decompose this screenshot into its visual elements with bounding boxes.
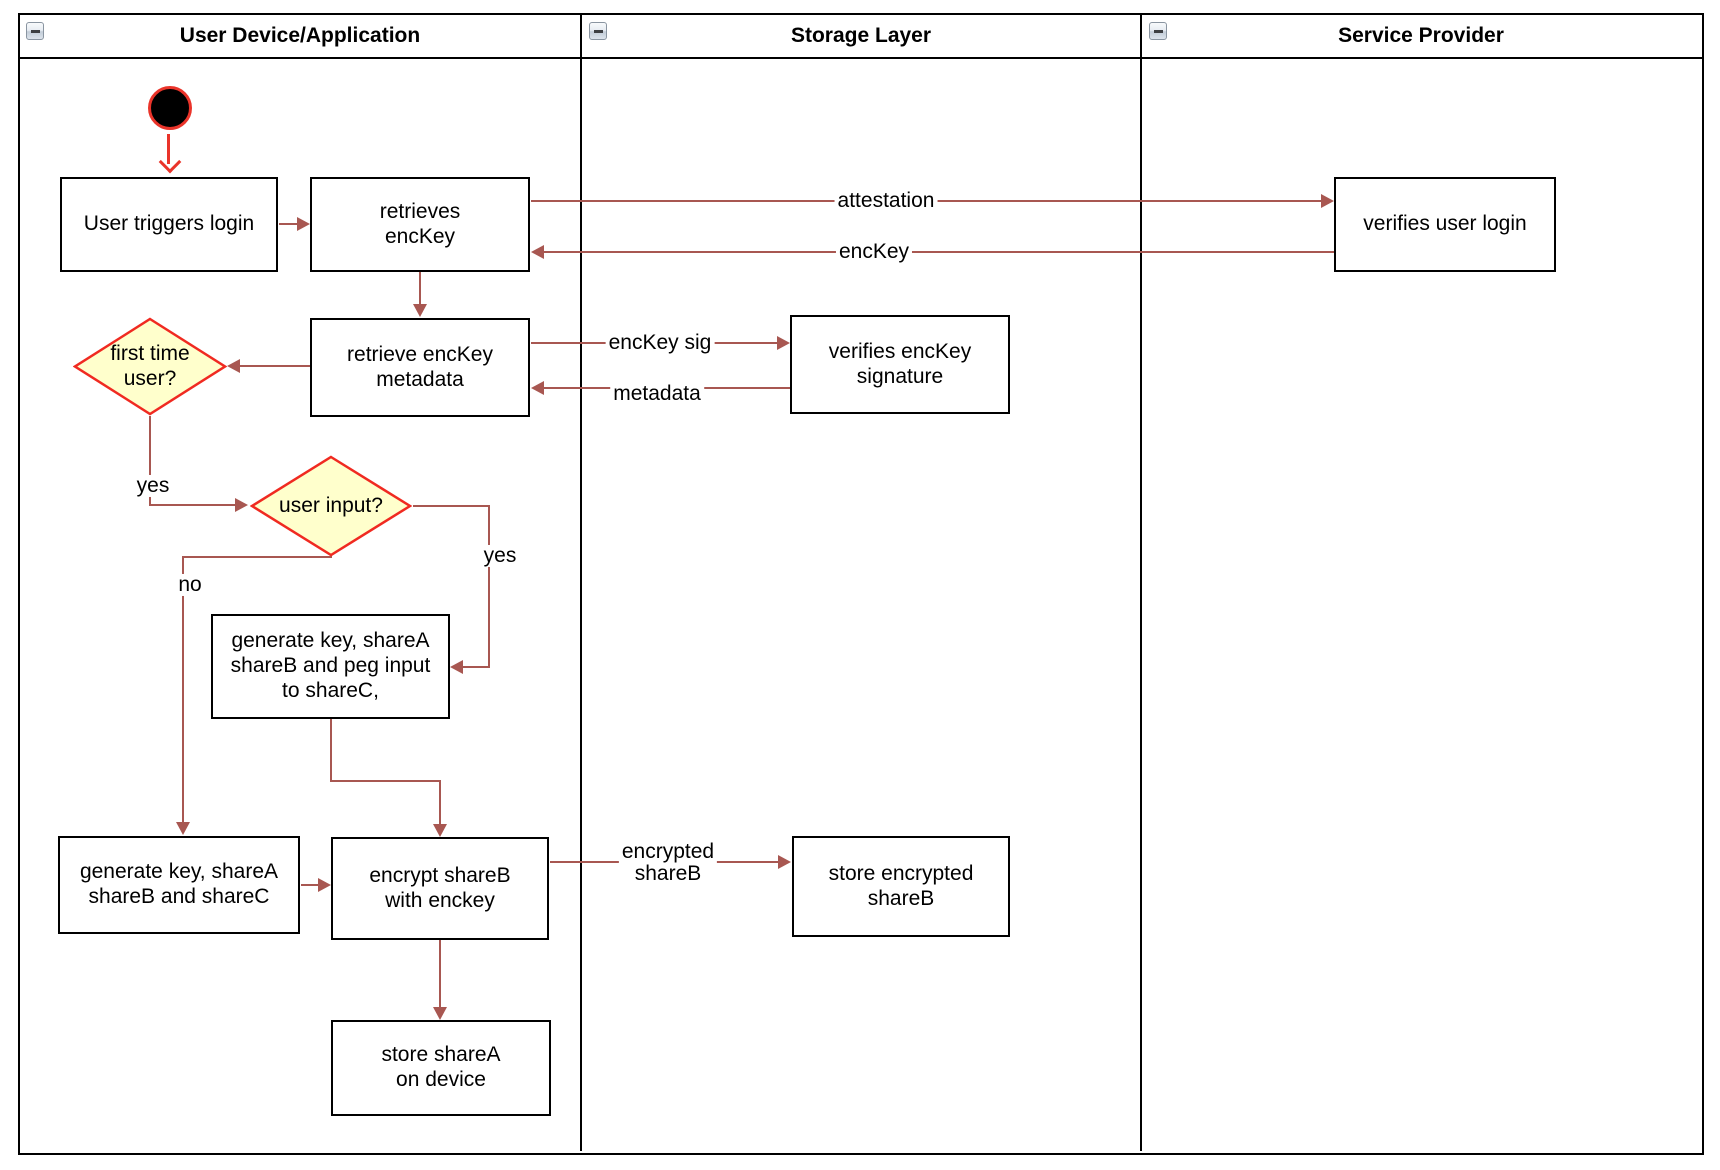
activity-node-generate-key-sharec[interactable]: generate key, shareA shareB and shareC	[58, 836, 300, 934]
flow-line-yes	[149, 416, 151, 506]
edge-label-no-user-input[interactable]: no	[175, 573, 205, 597]
arrowhead	[777, 336, 790, 350]
flow-line	[419, 272, 421, 305]
decision-node-first-time-user[interactable]: first time user?	[72, 317, 228, 416]
diamond-shape	[249, 455, 413, 557]
flow-line	[301, 884, 319, 886]
activity-node-user-triggers-login[interactable]: User triggers login	[60, 177, 278, 272]
activity-node-verifies-user-login[interactable]: verifies user login	[1334, 177, 1556, 272]
flow-line	[439, 940, 441, 1007]
pool-border	[18, 13, 1704, 1155]
minus-icon	[1153, 29, 1163, 33]
arrowhead	[297, 217, 310, 231]
flow-line	[330, 719, 332, 782]
activity-node-store-encrypted-shareb[interactable]: store encrypted shareB	[792, 836, 1010, 937]
arrowhead	[227, 359, 240, 373]
flow-line-yes2	[413, 505, 490, 507]
arrowhead	[433, 1007, 447, 1020]
arrowhead	[433, 824, 447, 837]
activity-node-retrieve-enckey-metadata[interactable]: retrieve encKey metadata	[310, 318, 530, 417]
start-node[interactable]	[148, 86, 192, 130]
flow-line-enckey	[543, 251, 1334, 253]
arrowhead	[531, 381, 544, 395]
collapse-icon[interactable]	[26, 22, 44, 40]
diamond-shape	[72, 317, 228, 416]
arrowhead	[318, 878, 331, 892]
decision-node-user-input[interactable]: user input?	[249, 455, 413, 557]
flow-line-no	[182, 556, 332, 558]
flow-line-no	[182, 556, 184, 823]
lane-separator-1	[580, 13, 582, 1151]
collapse-icon[interactable]	[589, 22, 607, 40]
decision-label: user input?	[279, 493, 383, 517]
edge-label-enckey[interactable]: encKey	[835, 240, 913, 264]
minus-icon	[593, 29, 603, 33]
flow-line	[240, 365, 310, 367]
activity-node-verifies-enckey-signature[interactable]: verifies encKey signature	[790, 315, 1010, 414]
activity-node-retrieves-enckey[interactable]: retrieves encKey	[310, 177, 530, 272]
flow-line-start	[167, 134, 170, 164]
edge-label-encrypted-shareb[interactable]: encrypted shareB	[618, 840, 718, 886]
lane-header-storage-layer[interactable]: Storage Layer	[582, 13, 1140, 58]
arrowhead	[176, 822, 190, 835]
arrowhead	[1321, 194, 1334, 208]
flow-line-yes2	[488, 505, 490, 667]
lane-separator-2	[1140, 13, 1142, 1151]
arrowhead	[450, 660, 463, 674]
decision-label: first time user?	[110, 342, 190, 390]
flow-line-yes	[149, 504, 237, 506]
flow-line	[439, 780, 441, 825]
minus-icon	[30, 29, 40, 33]
arrowhead	[413, 304, 427, 317]
flow-line-yes2	[463, 666, 490, 668]
arrowhead	[531, 245, 544, 259]
edge-label-yes-first-time[interactable]: yes	[133, 474, 173, 498]
edge-label-enckey-sig[interactable]: encKey sig	[605, 331, 715, 355]
lane-title: Storage Layer	[790, 23, 932, 47]
arrowhead	[235, 498, 248, 512]
activity-node-encrypt-shareb[interactable]: encrypt shareB with enckey	[331, 837, 549, 940]
flow-line	[279, 223, 298, 225]
lane-title: User Device/Application	[179, 23, 421, 47]
edge-label-attestation[interactable]: attestation	[834, 189, 938, 213]
arrowhead	[778, 855, 791, 869]
header-separator-line	[18, 57, 1702, 59]
lane-header-user-device[interactable]: User Device/Application	[20, 13, 580, 58]
activity-node-store-sharea[interactable]: store shareA on device	[331, 1020, 551, 1116]
lane-header-service-provider[interactable]: Service Provider	[1142, 13, 1700, 58]
activity-node-generate-key-peg-input[interactable]: generate key, shareA shareB and peg inpu…	[211, 614, 450, 719]
flow-line	[330, 780, 441, 782]
edge-label-metadata[interactable]: metadata	[610, 382, 704, 406]
collapse-icon[interactable]	[1149, 22, 1167, 40]
lane-title: Service Provider	[1338, 23, 1504, 47]
edge-label-yes-user-input[interactable]: yes	[480, 544, 520, 568]
